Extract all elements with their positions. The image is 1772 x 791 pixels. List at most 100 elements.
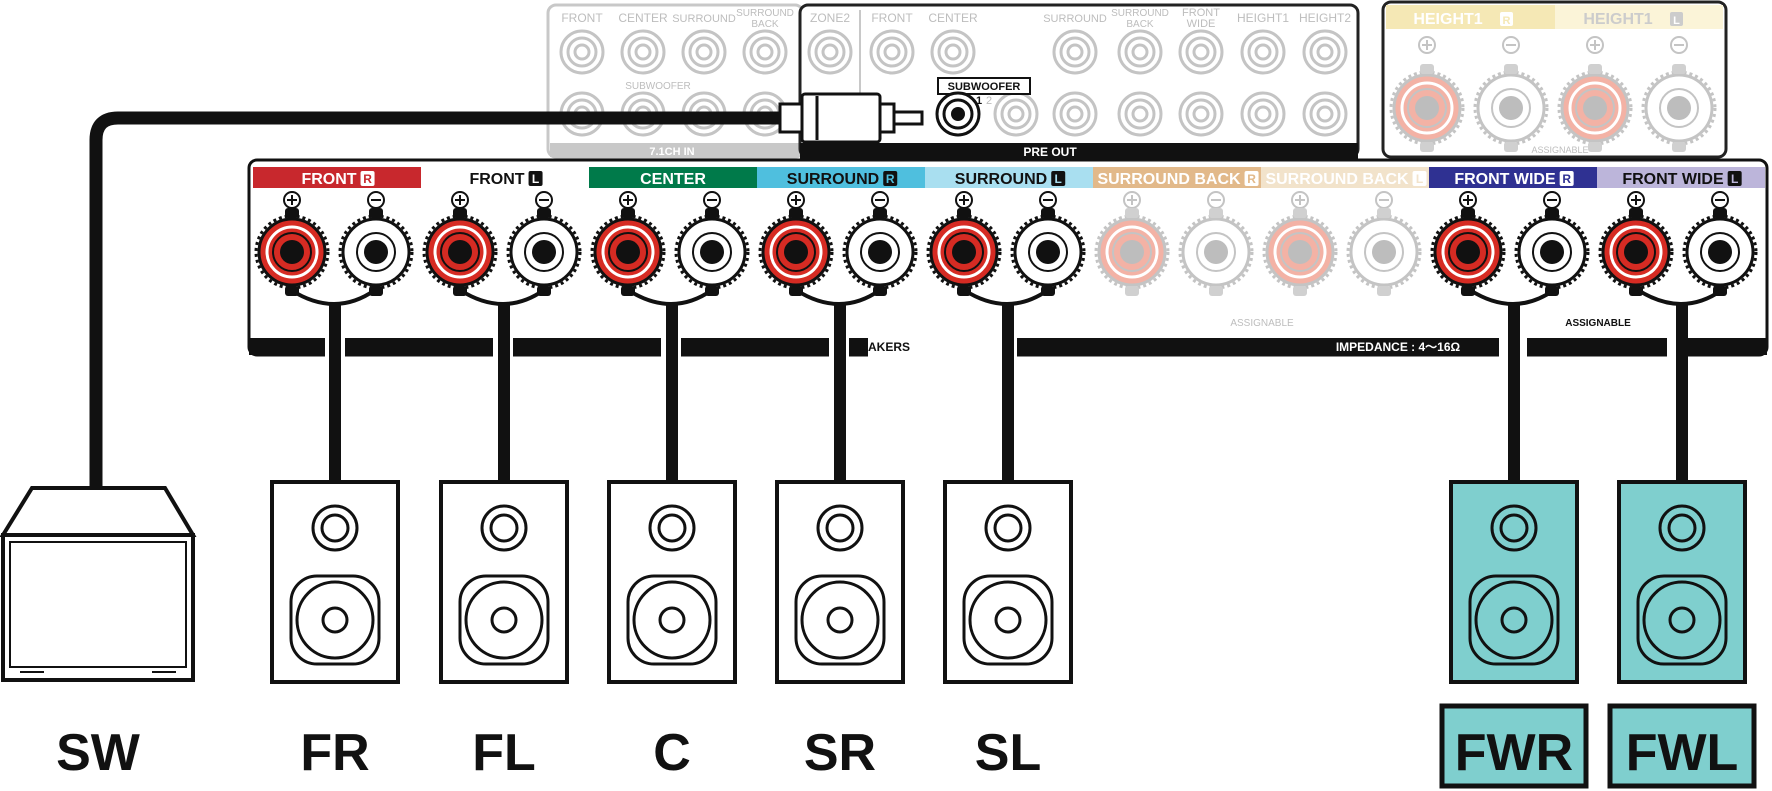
negative-terminal[interactable] (1010, 208, 1086, 296)
assignable-label: ASSIGNABLE (1230, 318, 1294, 329)
minus-icon (535, 191, 553, 209)
speaker-label-box-fwl (1607, 703, 1757, 789)
negative-terminal[interactable] (506, 208, 582, 296)
in71-header: CENTER (618, 11, 668, 25)
preout-header: FRONT (871, 11, 913, 25)
terminal-header-bg (757, 167, 925, 188)
terminal-badge-bg (883, 171, 898, 186)
terminal-badge-bg (1051, 171, 1066, 186)
minus-icon (871, 191, 889, 209)
speaker-cables (289, 288, 1724, 485)
speaker-labels: SW FR FL C SR SL FWR FWL (56, 703, 1757, 789)
terminal-badge: L (532, 172, 539, 186)
preout-header: HEIGHT2 (1299, 11, 1351, 25)
positive-terminal[interactable] (1598, 208, 1674, 296)
terminal-badge: R (1562, 172, 1571, 186)
terminal-badge-bg (1727, 171, 1742, 186)
positive-terminal[interactable] (1094, 208, 1170, 296)
terminal-header-bg (1429, 167, 1597, 188)
plus-icon (1586, 36, 1604, 54)
speaker-box (775, 480, 905, 684)
minus-icon (1502, 36, 1520, 54)
minus-icon (703, 191, 721, 209)
in71-header: FRONT (561, 11, 603, 25)
terminal-badge: R (886, 172, 895, 186)
terminal-header-bg (253, 167, 421, 188)
in71-label: 7.1CH IN (649, 146, 694, 158)
terminal-header-bg (1093, 167, 1261, 188)
in71-header: SURROUND (672, 13, 736, 25)
speaker-terminal-panel: EAKERS IMPEDANCE : 4～16Ω ASSIGNABLE ASSI… (247, 158, 1769, 357)
negative-terminal[interactable] (1346, 208, 1422, 296)
positive-terminal[interactable] (422, 208, 498, 296)
rca-jack (807, 29, 853, 75)
minus-icon (367, 191, 385, 209)
positive-terminal[interactable] (254, 208, 330, 296)
negative-terminal[interactable] (674, 208, 750, 296)
terminal-header-bg (1597, 167, 1765, 188)
speaker-label-box-fwr (1439, 703, 1589, 789)
terminal-badge-bg (1244, 171, 1259, 186)
height-posts (1389, 36, 1717, 152)
positive-terminal[interactable] (590, 208, 666, 296)
negative-terminal[interactable] (1682, 208, 1758, 296)
preout-sub-label: SUBWOOFER (948, 81, 1021, 93)
preout-header: BACK (1126, 19, 1154, 30)
speaker-label-sw: SW (56, 724, 141, 782)
height-positive-terminal[interactable] (1557, 64, 1633, 152)
terminal-header-bg (1261, 167, 1429, 188)
terminal-badge-bg (1412, 171, 1427, 186)
terminal-badge-bg (1559, 171, 1574, 186)
rca-jack (1117, 29, 1163, 75)
preout-sub-num-1: 1 (976, 95, 982, 107)
speaker-box (439, 480, 569, 684)
terminal-posts (254, 208, 1758, 296)
preout-header: WIDE (1187, 18, 1216, 30)
speaker-label-fl: FL (472, 724, 536, 782)
negative-terminal[interactable] (1514, 208, 1590, 296)
positive-terminal[interactable] (1430, 208, 1506, 296)
negative-terminal[interactable] (842, 208, 918, 296)
terminal-header-label: SURROUND BACK (1265, 171, 1409, 188)
rca-jack (681, 29, 727, 75)
plus-icon (283, 191, 301, 209)
plus-icon (1291, 191, 1309, 209)
preout-sub-num-2: 2 (986, 95, 992, 107)
terminal-header-label: FRONT WIDE (1622, 171, 1724, 188)
terminal-header-bg (589, 167, 757, 188)
speaker-box (270, 480, 400, 684)
in71-header: BACK (751, 19, 779, 30)
negative-terminal[interactable] (1178, 208, 1254, 296)
speaker-label-sl: SL (975, 724, 1041, 782)
height-negative-terminal[interactable] (1641, 64, 1717, 152)
rca-jack (993, 91, 1039, 137)
negative-terminal[interactable] (338, 208, 414, 296)
rca-jack (559, 29, 605, 75)
speaker-box (943, 480, 1073, 684)
positive-terminal[interactable] (926, 208, 1002, 296)
height-assignable: ASSIGNABLE (1531, 145, 1588, 155)
rca-jack (1052, 91, 1098, 137)
rca-jack (620, 29, 666, 75)
subwoofer-unit (0, 486, 197, 682)
rca-jack (1052, 29, 1098, 75)
subwoofer-cable (89, 92, 924, 490)
minus-icon (1039, 191, 1057, 209)
height-negative-terminal[interactable] (1473, 64, 1549, 152)
height-block: HEIGHT1 R HEIGHT1 L ASSIGNABLE (1381, 0, 1728, 159)
positive-terminal[interactable] (1262, 208, 1338, 296)
speaker-box (1617, 480, 1747, 684)
positive-terminal[interactable] (758, 208, 834, 296)
subwoofer-out-jack[interactable] (935, 91, 981, 137)
terminal-header-label: SURROUND (955, 171, 1047, 188)
minus-icon (1375, 191, 1393, 209)
speaker-boxes (270, 480, 1747, 684)
terminal-badge: R (1247, 172, 1256, 186)
terminal-badge: L (1731, 172, 1738, 186)
preout-header: HEIGHT1 (1237, 11, 1289, 25)
in71-header: SURROUND (736, 8, 794, 19)
height-positive-terminal[interactable] (1389, 64, 1465, 152)
preout-header: SURROUND (1043, 13, 1107, 25)
